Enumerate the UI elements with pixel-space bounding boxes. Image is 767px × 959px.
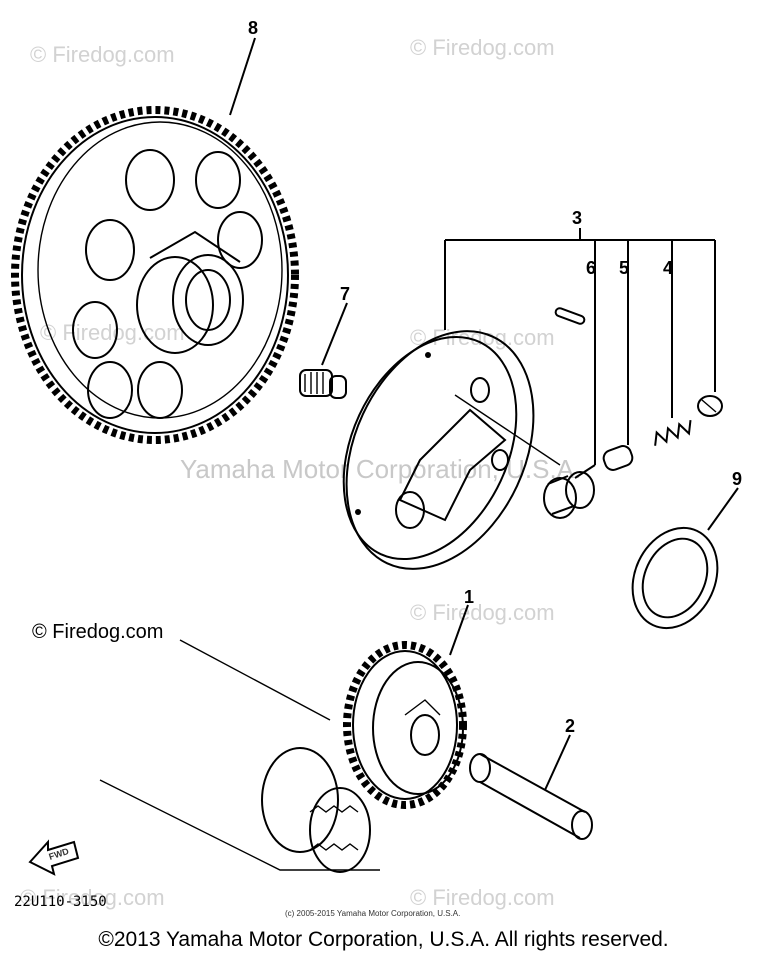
callout-2: 2: [565, 716, 575, 736]
callout-8: 8: [248, 18, 258, 38]
washer: [631, 526, 719, 630]
fine-print: (c) 2005-2015 Yamaha Motor Corporation, …: [285, 909, 460, 918]
callout-1: 1: [464, 587, 474, 607]
roller: [543, 471, 595, 519]
watermark-firedog-mid-left: © Firedog.com: [40, 320, 185, 345]
spring-cap: [697, 395, 723, 417]
callout-9: 9: [732, 469, 742, 489]
callout-3: 3: [572, 208, 582, 228]
callout-4: 4: [663, 258, 673, 278]
copyright-footer: ©2013 Yamaha Motor Corporation, U.S.A. A…: [98, 928, 669, 951]
watermark-firedog-dark: © Firedog.com: [32, 621, 163, 643]
watermark-yamaha-center: Yamaha Motor Corporation, U.S.A.: [180, 454, 581, 484]
pin: [554, 307, 586, 325]
watermark-firedog-mid-right: © Firedog.com: [410, 325, 555, 350]
leader-7: [321, 302, 348, 366]
part-code: 22U110-3150: [14, 894, 107, 910]
starter-wheel-gear: [11, 106, 299, 444]
idle-gear: [343, 641, 467, 809]
spring: [654, 420, 692, 446]
callout-6: 6: [586, 258, 596, 278]
watermark-firedog-top-right: © Firedog.com: [410, 35, 555, 60]
crankshaft-end: [99, 639, 380, 873]
assembly-guide-line: [454, 394, 561, 466]
plunger: [602, 445, 634, 471]
leader-1: [449, 604, 469, 656]
leader-8: [229, 37, 256, 116]
starter-clutch: [342, 330, 535, 570]
leader-2: [544, 734, 571, 791]
bolt: [299, 369, 347, 399]
watermark-firedog-bottom-right: © Firedog.com: [410, 885, 555, 910]
leader-6b: [574, 464, 596, 479]
idle-gear-shaft: [469, 753, 593, 840]
watermark-firedog-lower-right: © Firedog.com: [410, 600, 555, 625]
watermark-firedog-bottom-left: © Firedog.com: [20, 885, 165, 910]
callout-5: 5: [619, 258, 629, 278]
fwd-arrow-icon: FWD: [28, 839, 80, 876]
leader-9: [707, 487, 739, 531]
watermark-firedog-top-left: © Firedog.com: [30, 42, 175, 67]
callout-7: 7: [340, 284, 350, 304]
